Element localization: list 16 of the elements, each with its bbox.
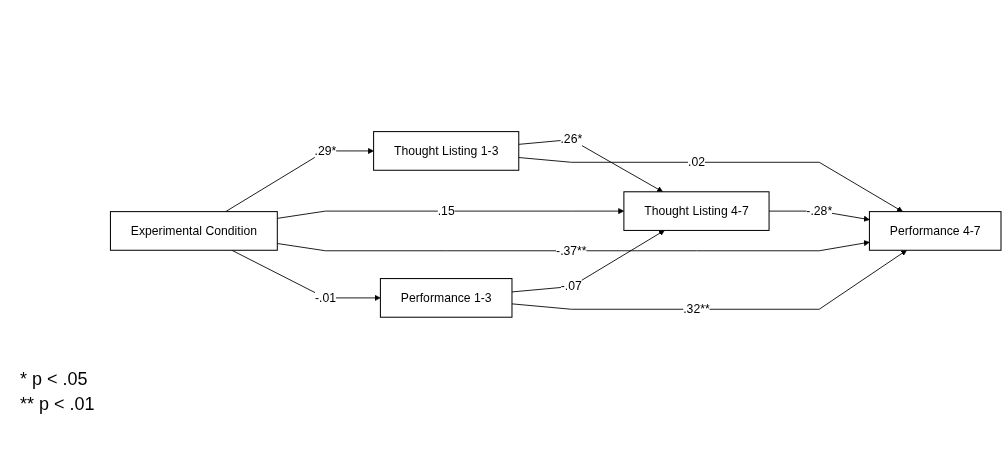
- edge-label: -.37**: [555, 243, 587, 258]
- node-box: Performance 4-7: [868, 211, 1002, 251]
- node-box: Performance 1-3: [379, 278, 513, 318]
- edge-label: .02: [687, 155, 705, 169]
- node-box: Experimental Condition: [109, 211, 278, 251]
- edge-label: .32**: [682, 302, 710, 316]
- edge-label: -.07: [560, 279, 582, 294]
- significance-note: * p < .05: [20, 369, 89, 390]
- edge-label: .15: [437, 204, 455, 218]
- node-box: Thought Listing 4-7: [622, 191, 770, 231]
- edge-label: -.28*: [805, 204, 832, 218]
- significance-note: ** p < .01: [20, 394, 95, 415]
- edge-label: .29*: [314, 143, 336, 158]
- edge-label: -.01: [314, 290, 336, 305]
- edge-label: .26*: [560, 132, 582, 147]
- node-box: Thought Listing 1-3: [372, 131, 519, 171]
